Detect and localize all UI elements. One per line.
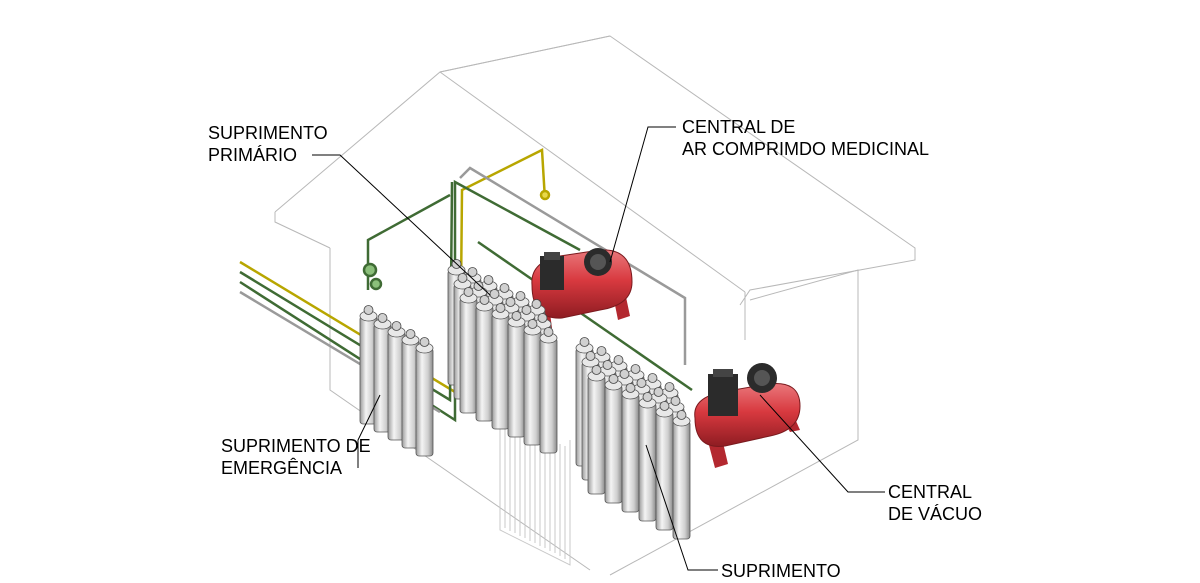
label-suprimento-emergencia: SUPRIMENTO DE EMERGÊNCIA	[221, 435, 371, 479]
label-line: SUPRIMENTO	[721, 561, 841, 581]
label-line: EMERGÊNCIA	[221, 458, 343, 478]
gas-cylinder	[523, 319, 542, 446]
gas-cylinder	[672, 410, 691, 540]
gas-cylinder	[373, 313, 392, 433]
gas-cylinder	[475, 295, 494, 422]
gas-cylinder	[638, 392, 657, 522]
gas-cylinder	[604, 374, 623, 504]
gas-cylinder	[415, 337, 434, 457]
vacuum-pump	[694, 363, 801, 468]
label-suprimento-primario: SUPRIMENTO PRIMÁRIO	[208, 122, 328, 166]
gas-cylinder	[359, 305, 378, 425]
gas-cylinder	[587, 365, 606, 495]
gas-cylinder	[539, 327, 558, 454]
label-central-ar-comprimido: CENTRAL DE AR COMPRIMDO MEDICINAL	[682, 116, 929, 160]
gas-cylinder	[401, 329, 420, 449]
label-central-vacuo: CENTRAL DE VÁCUO	[888, 481, 982, 525]
label-line: CENTRAL DE	[682, 117, 796, 137]
gas-cylinder	[621, 383, 640, 513]
reserve-cylinder-bank	[575, 337, 691, 540]
label-line: SUPRIMENTO DE	[221, 436, 371, 456]
building-outline	[274, 35, 916, 576]
label-line: AR COMPRIMDO MEDICINAL	[682, 139, 930, 159]
label-line: PRIMÁRIO	[208, 145, 298, 165]
gas-cylinder	[459, 287, 478, 414]
gate	[499, 410, 571, 566]
leader-lines	[312, 126, 885, 571]
air-compressor	[531, 248, 633, 330]
gas-cylinder	[655, 401, 674, 531]
gas-cylinder	[507, 311, 526, 438]
gas-cylinder	[491, 303, 510, 430]
label-line: SUPRIMENTO	[208, 123, 328, 143]
label-line: CENTRAL	[888, 482, 973, 502]
emergency-cylinder-bank	[359, 305, 434, 457]
label-line: DE VÁCUO	[888, 504, 983, 524]
label-suprimento-reserva: SUPRIMENTO	[721, 560, 841, 582]
primary-cylinder-bank	[447, 259, 558, 454]
